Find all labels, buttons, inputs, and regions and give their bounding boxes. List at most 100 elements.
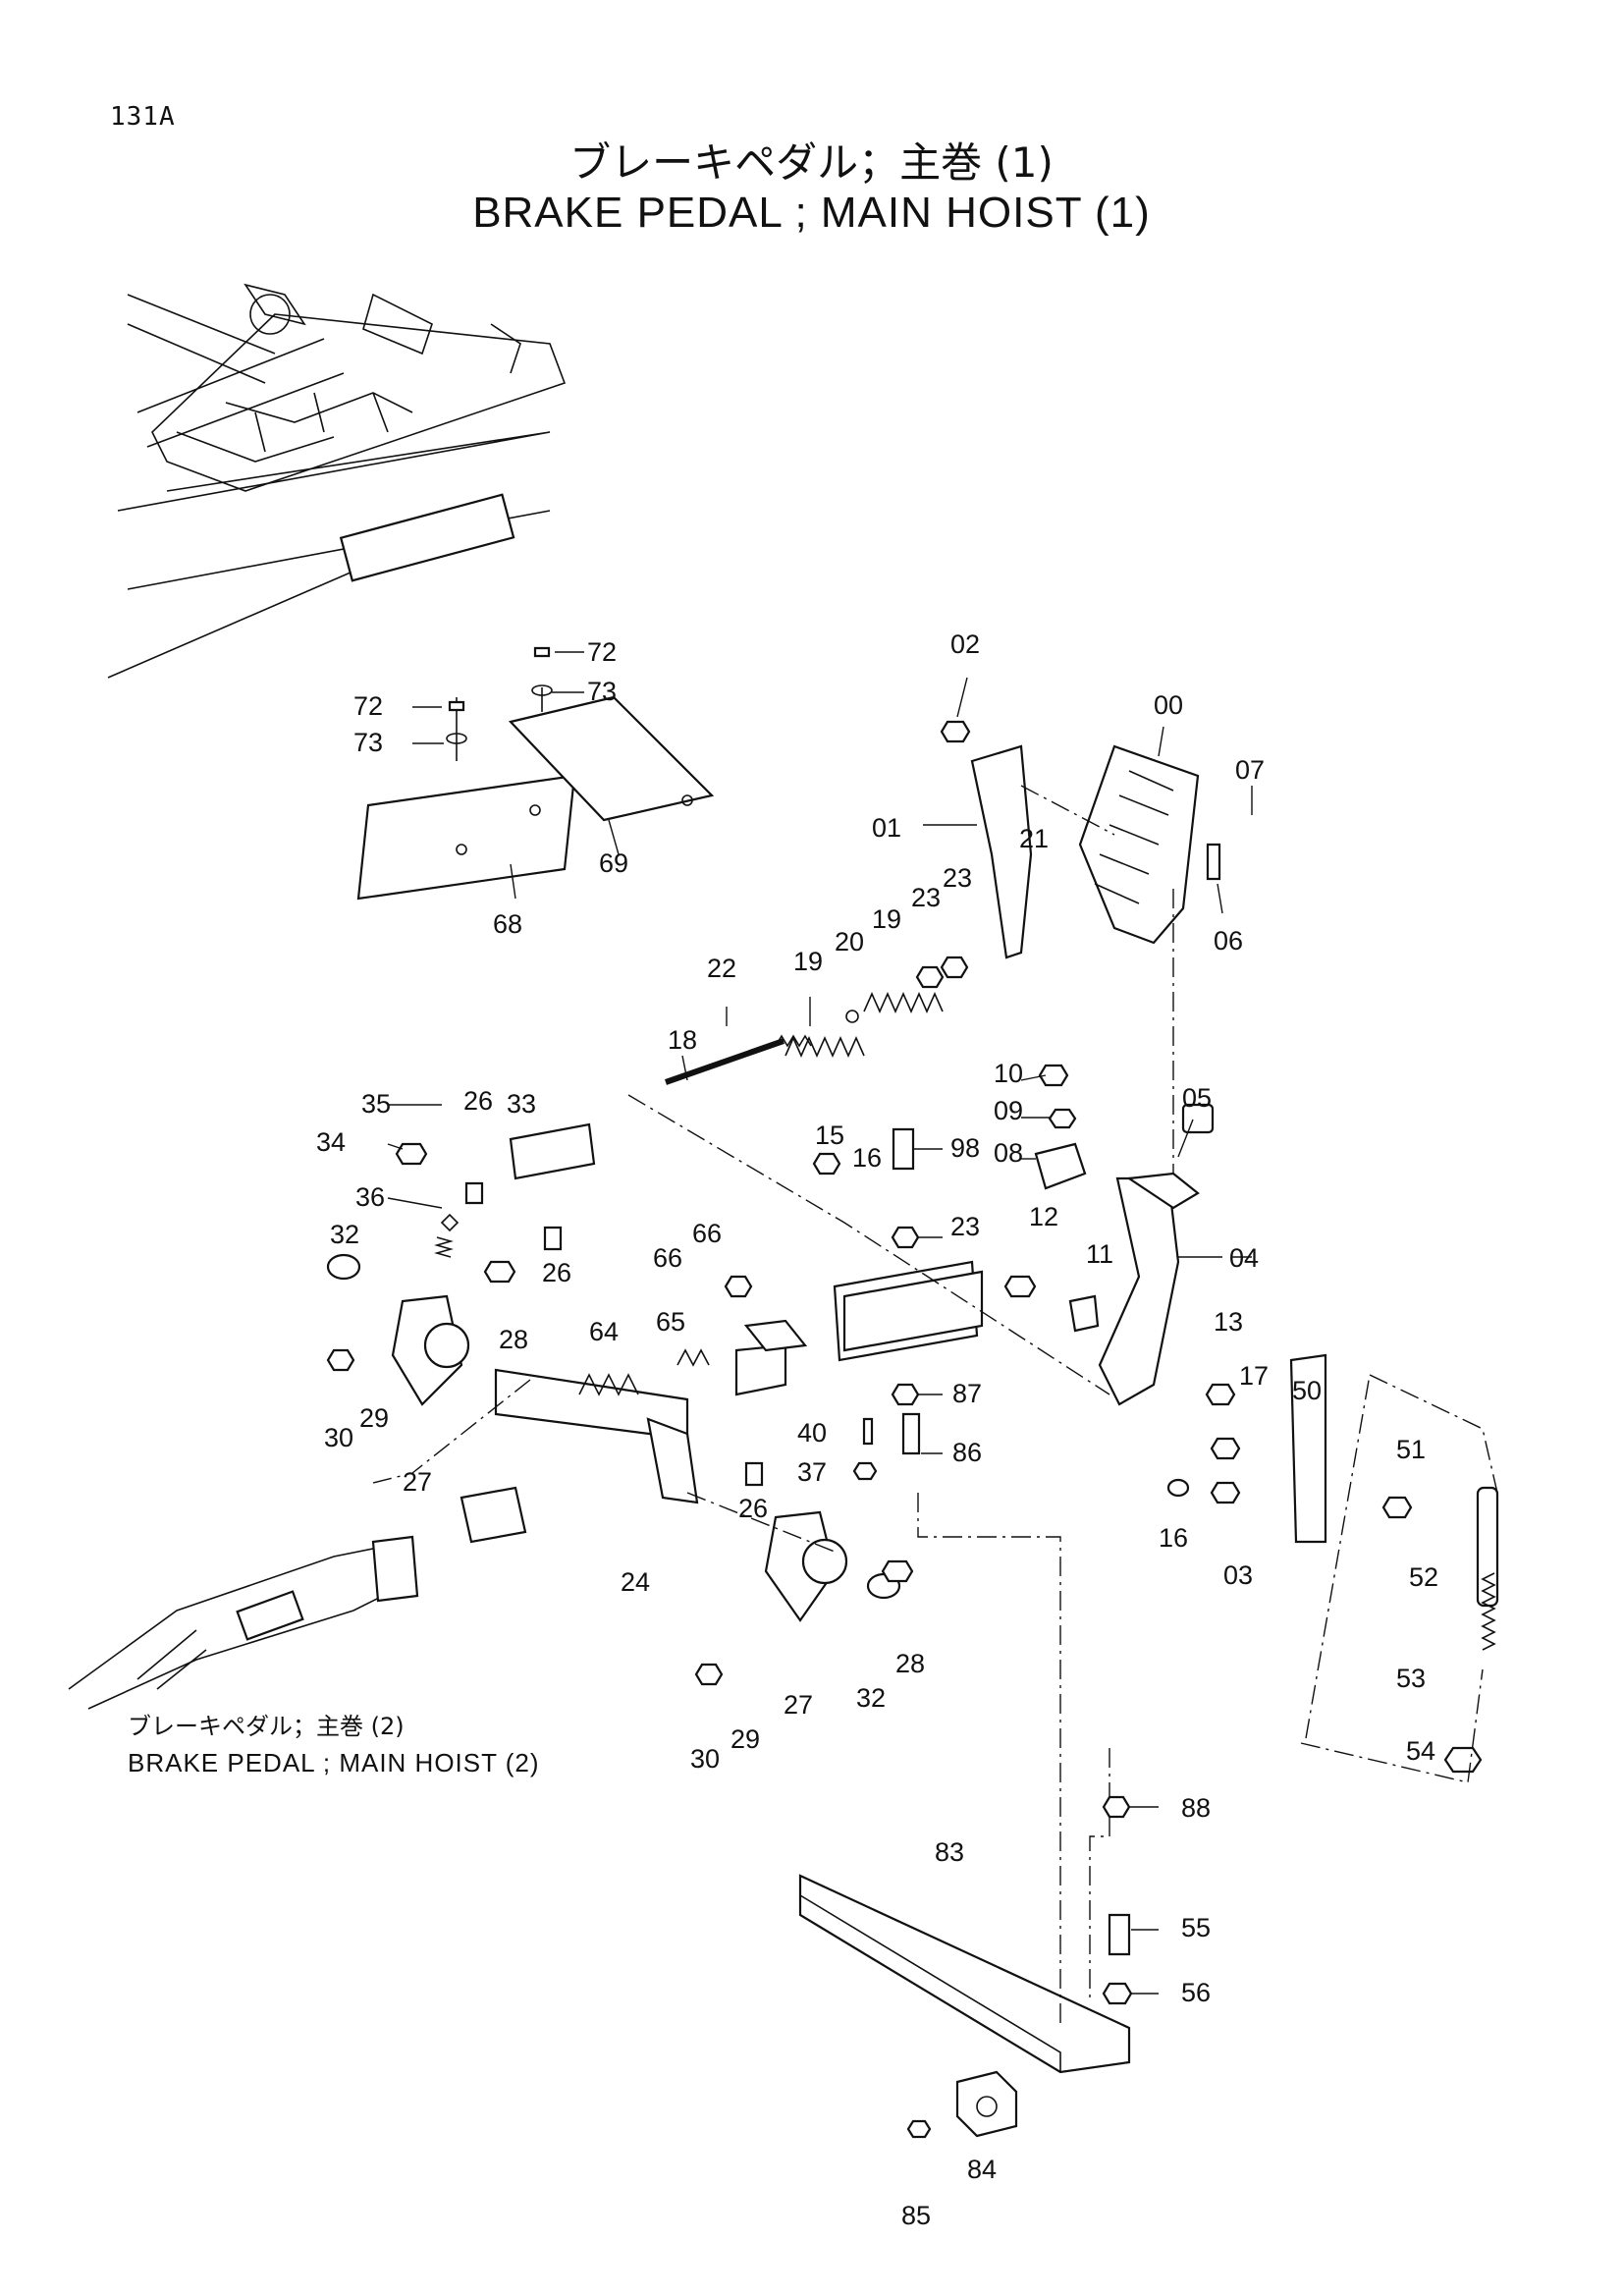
bolt-85-icon — [906, 2119, 932, 2139]
fasteners — [326, 720, 1413, 2139]
bushing-08-icon — [1034, 1142, 1087, 1190]
callout-21: 21 — [1019, 824, 1049, 853]
callout-06: 06 — [1214, 926, 1243, 956]
callout-19-right: 19 — [872, 904, 901, 934]
arm-33 — [509, 1122, 596, 1180]
pedal-assembly — [970, 744, 1215, 1406]
pin-06-icon — [1206, 843, 1221, 881]
bushing-26c-icon — [744, 1461, 764, 1487]
nut-13-icon — [1205, 1383, 1236, 1406]
washer-16-icon — [1166, 1478, 1190, 1498]
callout-69: 69 — [599, 848, 628, 878]
callout-36: 36 — [355, 1182, 385, 1212]
callout-30-right: 30 — [690, 1744, 720, 1774]
bolt-17-icon — [1210, 1437, 1241, 1460]
callout-73-left: 73 — [353, 728, 383, 757]
callout-15: 15 — [815, 1121, 844, 1150]
nut-15-icon — [812, 1152, 841, 1175]
callout-22: 22 — [707, 954, 736, 983]
bolt-34-icon — [395, 1142, 428, 1166]
nut-30-icon — [326, 1348, 355, 1372]
callout-35: 35 — [361, 1089, 391, 1119]
bushing-26-icon — [464, 1181, 484, 1205]
callout-32-right: 32 — [856, 1683, 886, 1713]
bolt-98-icon — [892, 1127, 915, 1171]
callout-29-right: 29 — [730, 1724, 760, 1754]
seal-32-icon — [326, 1253, 361, 1281]
bolt-28b-icon — [881, 1559, 914, 1583]
callout-09: 09 — [994, 1096, 1023, 1125]
callout-51: 51 — [1396, 1435, 1426, 1464]
callout-85: 85 — [901, 2201, 931, 2230]
block-84 — [955, 2070, 1018, 2138]
callout-27-right: 27 — [784, 1690, 813, 1720]
pedal-arm-01 — [970, 744, 1033, 959]
callout-26-mid: 26 — [542, 1258, 571, 1287]
leader-lines — [387, 651, 1253, 1995]
callout-12: 12 — [1029, 1202, 1058, 1231]
cover-plates — [356, 646, 715, 901]
frame-83 — [798, 1874, 1131, 2074]
lever-bracket — [734, 1343, 787, 1396]
bolt-12-icon — [1003, 1275, 1037, 1298]
callout-54: 54 — [1406, 1736, 1435, 1766]
callout-17: 17 — [1239, 1361, 1269, 1391]
callout-27-left: 27 — [403, 1467, 432, 1497]
callout-32-left: 32 — [330, 1220, 359, 1249]
diagram-title-japanese: ブレーキペダル；主巻 (1) — [569, 138, 1054, 187]
callout-84: 84 — [967, 2155, 997, 2184]
callout-65: 65 — [656, 1307, 685, 1337]
callout-02: 02 — [950, 629, 980, 659]
callout-28-left: 28 — [499, 1325, 528, 1354]
frame-and-block — [798, 1874, 1131, 2138]
spring-64-icon — [578, 1373, 639, 1396]
callout-66-right: 66 — [692, 1219, 722, 1248]
adjacent-assembly — [68, 1486, 527, 1710]
reference-label-english: BRAKE PEDAL ; MAIN HOIST (2) — [128, 1748, 540, 1777]
callout-10: 10 — [994, 1059, 1023, 1088]
callout-00: 00 — [1154, 690, 1183, 720]
bolt-86-icon — [901, 1412, 921, 1455]
callout-11: 11 — [1086, 1239, 1113, 1269]
callout-28-right: 28 — [895, 1649, 925, 1678]
callout-73-right: 73 — [587, 677, 617, 706]
spring-65-icon — [676, 1348, 710, 1367]
shaft-and-brackets — [391, 1122, 1327, 1622]
cover-plate-68 — [356, 774, 576, 901]
callout-88: 88 — [1181, 1793, 1211, 1823]
bushing-11-icon — [1068, 1294, 1100, 1333]
callout-68: 68 — [493, 909, 522, 939]
pedal-pad-00 — [1078, 744, 1200, 945]
callout-66-left: 66 — [653, 1243, 682, 1273]
callout-19-left: 19 — [793, 947, 823, 976]
assembly-lines — [372, 785, 1498, 2023]
callout-87: 87 — [952, 1379, 982, 1408]
callout-13: 13 — [1214, 1307, 1243, 1337]
callout-20: 20 — [835, 927, 864, 957]
callout-34: 34 — [316, 1127, 346, 1157]
bolt-28-icon — [483, 1260, 516, 1284]
callout-23-left: 23 — [911, 883, 941, 912]
cable-assembly — [1443, 1486, 1499, 1774]
spring-36-icon — [434, 1213, 460, 1258]
callout-56: 56 — [1181, 1978, 1211, 2007]
callout-37: 37 — [797, 1457, 827, 1487]
callout-labels: 00 01 02 03 04 05 06 07 08 09 10 11 12 1… — [316, 629, 1438, 2230]
bracket-50 — [1289, 1353, 1327, 1544]
callout-98: 98 — [950, 1133, 980, 1163]
callout-72-right: 72 — [587, 637, 617, 667]
callout-52: 52 — [1409, 1562, 1438, 1592]
cover-plate-69 — [508, 695, 715, 822]
callout-26-bottom: 26 — [738, 1494, 768, 1523]
nut-87-icon — [891, 1383, 920, 1406]
callout-55: 55 — [1181, 1913, 1211, 1942]
callout-83: 83 — [935, 1837, 964, 1867]
callout-30-left: 30 — [324, 1423, 353, 1452]
overview-inset — [107, 283, 567, 679]
pedal-lever-04 — [1098, 1176, 1180, 1406]
washer-09-icon — [1048, 1108, 1077, 1129]
diagram-title-english: BRAKE PEDAL ; MAIN HOIST (1) — [472, 189, 1151, 237]
callout-53: 53 — [1396, 1664, 1426, 1693]
bolt-88-icon — [1102, 1795, 1131, 1819]
